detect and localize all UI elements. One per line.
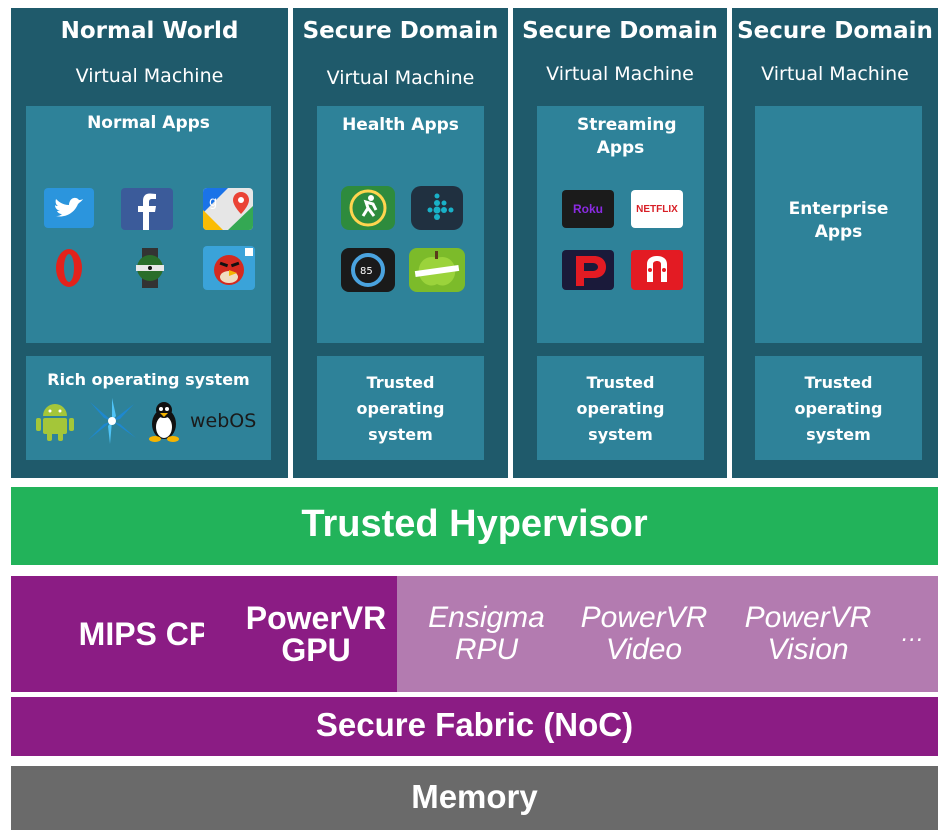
secure-fabric-label: Secure Fabric (NoC) bbox=[315, 706, 634, 743]
hw-powervr-vision: PowerVR Vision bbox=[724, 576, 892, 692]
apple-measure-icon bbox=[409, 248, 465, 292]
tizen-icon bbox=[82, 396, 142, 446]
vm-title: Secure Domain bbox=[737, 18, 933, 44]
opera-icon bbox=[44, 246, 94, 290]
hw-powervr-gpu: PowerVR GPU bbox=[204, 576, 428, 692]
facebook-icon bbox=[121, 188, 173, 230]
google-maps-icon: g bbox=[203, 188, 253, 230]
roku-icon: Roku bbox=[562, 190, 614, 228]
os-panel: Trusted operating system bbox=[317, 356, 484, 460]
apps-panel: Normal Apps g bbox=[26, 106, 271, 343]
apps-panel-title: Enterprise Apps bbox=[788, 199, 889, 242]
apps-panel: Enterprise Apps bbox=[755, 106, 922, 343]
vm-subtitle: Virtual Machine bbox=[546, 63, 694, 85]
twitter-icon bbox=[44, 188, 94, 228]
vm-subtitle: Virtual Machine bbox=[761, 63, 909, 85]
netflix-icon: NETFLIX bbox=[631, 190, 683, 228]
vm-subtitle: Virtual Machine bbox=[326, 67, 475, 89]
os-panel-title: Rich operating system bbox=[47, 370, 250, 389]
hw-more-ellipsis: … bbox=[887, 576, 938, 692]
vm-subtitle: Virtual Machine bbox=[75, 65, 224, 87]
apps-panel: Streaming Apps Roku NETFLIX bbox=[537, 106, 704, 343]
android-icon bbox=[32, 400, 78, 442]
vm-title: Normal World bbox=[60, 18, 239, 44]
vm-secure-domain-streaming: Secure Domain Virtual Machine Streaming … bbox=[513, 8, 727, 478]
trusted-os-label: Trusted operating system bbox=[356, 373, 445, 444]
netflix-logo-text: NETFLIX bbox=[636, 203, 678, 215]
webos-logo: webOS bbox=[190, 410, 257, 432]
hw-powervr-video: PowerVR Video bbox=[560, 576, 728, 692]
vm-title: Secure Domain bbox=[302, 18, 499, 44]
running-app-icon bbox=[341, 186, 395, 230]
hw-ensigma-rpu: Ensigma RPU bbox=[397, 576, 576, 692]
heart-rate-icon: 85 bbox=[341, 248, 395, 292]
linux-tux-icon bbox=[144, 400, 184, 442]
watch-face-icon bbox=[126, 246, 174, 290]
svg-text:85: 85 bbox=[360, 266, 373, 277]
secure-fabric-bar: Secure Fabric (NoC) bbox=[11, 697, 938, 756]
os-panel: Trusted operating system bbox=[755, 356, 922, 460]
apps-panel-title: Normal Apps bbox=[87, 113, 210, 133]
vm-normal-world: Normal World Virtual Machine Normal Apps… bbox=[11, 8, 288, 478]
apps-panel: Health Apps 85 bbox=[317, 106, 484, 343]
vm-title: Secure Domain bbox=[522, 18, 718, 44]
roku-logo-text: Roku bbox=[573, 202, 603, 216]
vm-secure-domain-health: Secure Domain Virtual Machine Health App… bbox=[293, 8, 508, 478]
hypervisor-label: Trusted Hypervisor bbox=[301, 503, 648, 545]
fitbit-icon bbox=[411, 186, 463, 230]
vm-secure-domain-enterprise: Secure Domain Virtual Machine Enterprise… bbox=[732, 8, 938, 478]
os-panel: Trusted operating system bbox=[537, 356, 704, 460]
trusted-os-label: Trusted operating system bbox=[794, 373, 883, 444]
trusted-hypervisor-bar: Trusted Hypervisor bbox=[11, 487, 938, 565]
pandora-icon bbox=[562, 250, 614, 290]
os-panel: Rich operating system webOS bbox=[26, 356, 271, 460]
svg-text:g: g bbox=[209, 195, 217, 210]
apps-panel-title: Health Apps bbox=[342, 115, 459, 135]
red-media-app-icon bbox=[631, 250, 683, 290]
memory-bar: Memory bbox=[11, 766, 938, 830]
angry-birds-icon bbox=[203, 246, 255, 290]
apps-panel-title: Streaming Apps bbox=[577, 115, 677, 158]
memory-label: Memory bbox=[411, 778, 538, 815]
trusted-os-label: Trusted operating system bbox=[576, 373, 665, 444]
